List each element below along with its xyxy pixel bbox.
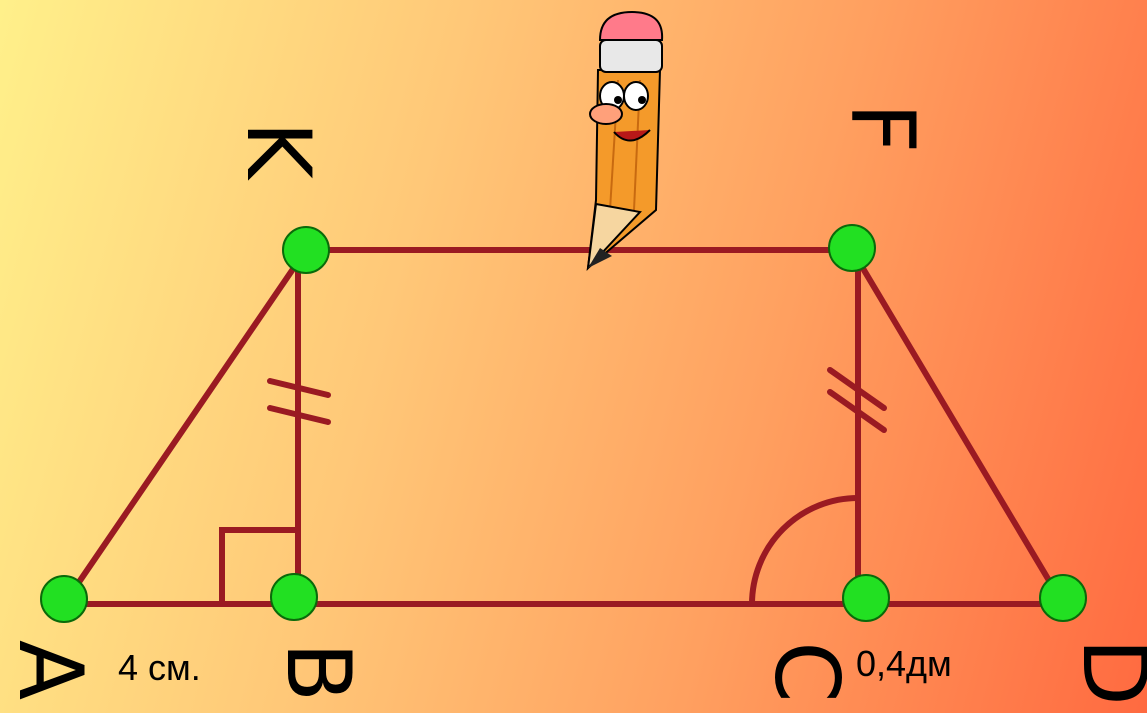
right-angle-marker bbox=[219, 527, 301, 607]
tick-mark-fc-1 bbox=[827, 367, 887, 411]
label-d: D bbox=[1063, 638, 1147, 706]
pencil-mascot-icon bbox=[586, 10, 664, 271]
edge-fd bbox=[849, 247, 1066, 607]
point-a bbox=[40, 575, 88, 623]
measurement-cd: 0,4дм bbox=[856, 643, 952, 684]
label-a: A bbox=[0, 640, 102, 700]
label-c: C bbox=[755, 641, 858, 702]
point-f bbox=[828, 224, 876, 272]
label-f: F bbox=[831, 103, 934, 154]
point-k bbox=[282, 226, 330, 274]
point-c bbox=[842, 574, 890, 622]
edge-ak bbox=[61, 247, 309, 607]
tick-mark-kb-1 bbox=[267, 378, 331, 398]
label-k: K bbox=[227, 121, 330, 181]
point-b bbox=[270, 573, 318, 621]
label-b: B bbox=[267, 642, 370, 702]
point-d bbox=[1039, 574, 1087, 622]
tick-mark-kb-2 bbox=[267, 405, 331, 425]
angle-arc-c bbox=[749, 495, 861, 607]
tick-mark-fc-2 bbox=[827, 389, 887, 433]
measurement-ab: 4 см. bbox=[118, 647, 201, 688]
